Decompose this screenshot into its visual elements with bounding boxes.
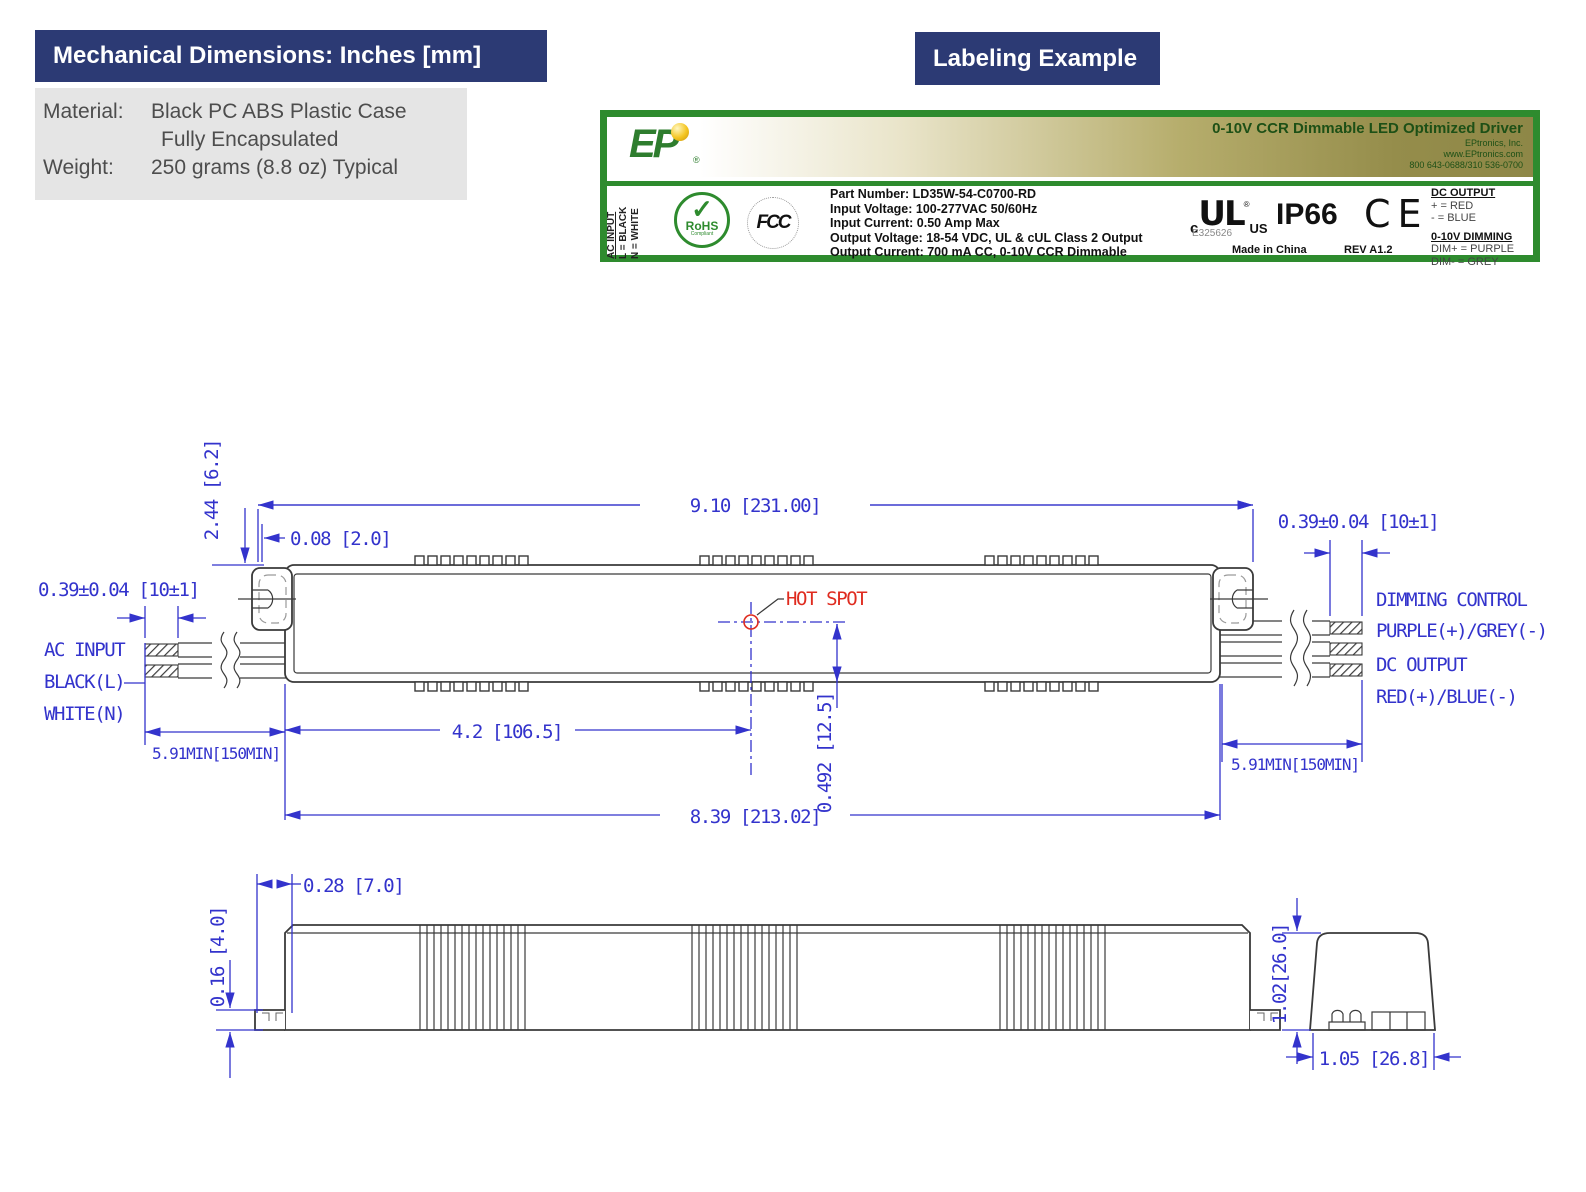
material-value: Black PC ABS Plastic Case [151,100,407,123]
dim-hotspot-x: 4.2 [106.5] [452,721,562,743]
banner-title: 0-10V CCR Dimmable LED Optimized Driver [1212,120,1523,137]
ul-listed-icon: cUL®US [1190,194,1268,237]
hot-spot-label: HOT SPOT [786,588,867,610]
labeling-example-title: Labeling Example [933,44,1138,72]
banner-company: EPtronics, Inc. [1464,138,1523,148]
driver-case-outline [284,564,1221,683]
spec-input-current: Input Current: 0.50 Amp Max [830,216,1000,231]
dimming-control-label: DIMMING CONTROL [1376,589,1528,611]
banner-website: www.EPtronics.com [1443,149,1523,159]
ac-input-legend: AC INPUT L = BLACK N = WHITE [606,195,644,259]
driver-case-inner [293,573,1212,674]
driver-top-view [144,555,1363,692]
material-info-box: Material: Black PC ABS Plastic Case Full… [35,88,467,200]
dim-side-tab-w: 0.28 [7.0] [303,875,403,897]
dim-side-tab-h: 0.16 [4.0] [207,907,229,1007]
labeling-example-header: Labeling Example [915,32,1160,85]
dim-strip-left: 0.39±0.04 [10±1] [38,579,199,601]
hot-spot-marker [743,614,759,630]
ip-rating: IP66 [1276,198,1338,231]
dim-end-height: 1.02[26.0] [1269,924,1291,1024]
driver-side-view [254,924,1281,1031]
revision-text: REV A1.2 [1344,244,1393,256]
dc-output-title: DC OUTPUT [1431,187,1496,199]
mechanical-dimensions-header: Mechanical Dimensions: Inches [mm] [35,30,547,82]
dim-mount-length: 8.39 [213.02] [690,806,821,828]
material-value-2: Fully Encapsulated [161,128,339,151]
ac-input-title: AC INPUT [606,211,617,259]
material-label: Material: [43,100,124,123]
eptronics-logo-ball-icon [671,123,689,141]
dim-tab-offset: 0.08 [2.0] [290,528,390,550]
ul-file-number: E325626 [1192,228,1233,239]
fcc-icon: FCC [747,197,799,249]
driver-end-view [1309,932,1436,1031]
side-tab-right [1250,1009,1281,1031]
ce-icon: CE [1364,192,1429,236]
material-row: Material: Black PC ABS Plastic Case [43,98,467,126]
dimming-neg: DIM- = GREY [1431,255,1499,268]
mechanical-drawing: 9.10 [231.00] 2.44 [6.2] 0.08 [2.0] 0.39… [38,440,1548,1078]
dc-output-neg: - = BLUE [1431,212,1476,224]
eptronics-logo: EP [629,122,679,166]
spec-output-voltage: Output Voltage: 18-54 VDC, UL & cUL Clas… [830,230,1143,245]
label-banner: EP ® 0-10V CCR Dimmable LED Optimized Dr… [607,117,1533,177]
ac-input-wires [144,631,286,690]
dim-lead-min-right: 5.91MIN[150MIN] [1231,755,1359,774]
mechanical-dimensions-title: Mechanical Dimensions: Inches [mm] [53,42,482,69]
made-in-text: Made in China [1232,244,1307,256]
banner-phone: 800 643-0688/310 536-0700 [1409,160,1523,170]
dc-output-label: DC OUTPUT [1376,654,1467,676]
side-tab-left [254,1009,285,1031]
check-icon: ✓ [691,194,713,224]
dim-strip-right: 0.39±0.04 [10±1] [1278,511,1439,533]
output-wires [1216,609,1363,688]
dc-wires-label: RED(+)/BLUE(-) [1376,686,1517,708]
dimming-title: 0-10V DIMMING [1431,230,1513,243]
ac-input-label: AC INPUT [44,639,125,661]
weight-label: Weight: [43,156,114,179]
mounting-tab-right [1210,567,1268,631]
side-view-dimensions: 0.28 [7.0] 0.16 [4.0] [207,874,405,1078]
ac-black-label: BLACK(L) [44,671,124,693]
eptronics-logo-registered: ® [693,155,700,165]
dim-hotspot-y: 0.492 [12.5] [814,693,836,813]
end-view-dimensions: 1.02[26.0] 1.05 [26.8] [1269,898,1461,1070]
dim-overall-length: 9.10 [231.00] [690,495,821,517]
spec-input-voltage: Input Voltage: 100-277VAC 50/60Hz [830,201,1038,216]
rohs-icon: ✓ RoHS Compliant [674,192,730,248]
label-divider [607,181,1533,186]
product-label: EP ® 0-10V CCR Dimmable LED Optimized Dr… [600,110,1540,268]
dim-lead-min-left: 5.91MIN[150MIN] [152,744,280,763]
spec-part-number: Part Number: LD35W-54-C0700-RD [830,187,1037,201]
material-row-2: Fully Encapsulated [43,126,467,154]
weight-value: 250 grams (8.8 oz) Typical [151,156,399,179]
dc-output-pos: + = RED [1431,199,1474,212]
ac-white-label: WHITE(N) [44,703,124,725]
dim-end-offset: 2.44 [6.2] [201,440,223,540]
top-view-dimensions: 9.10 [231.00] 2.44 [6.2] 0.08 [2.0] 0.39… [38,440,1548,828]
dimming-wires-label: PURPLE(+)/GREY(-) [1376,620,1547,642]
ac-input-n: N = WHITE [630,208,641,259]
dimming-pos: DIM+ = PURPLE [1431,243,1515,255]
mounting-tab-left [238,567,296,631]
ac-input-l: L = BLACK [618,206,629,259]
spec-output-current: Output Current: 700 mA CC, 0-10V CCR Dim… [830,245,1127,260]
dim-end-width: 1.05 [26.8] [1319,1048,1429,1070]
label-specs: Part Number: LD35W-54-C0700-RD Input Vol… [830,187,1143,260]
weight-row: Weight: 250 grams (8.8 oz) Typical [43,154,467,182]
output-legend: DC OUTPUT + = RED - = BLUE 0-10V DIMMING… [1431,187,1514,268]
